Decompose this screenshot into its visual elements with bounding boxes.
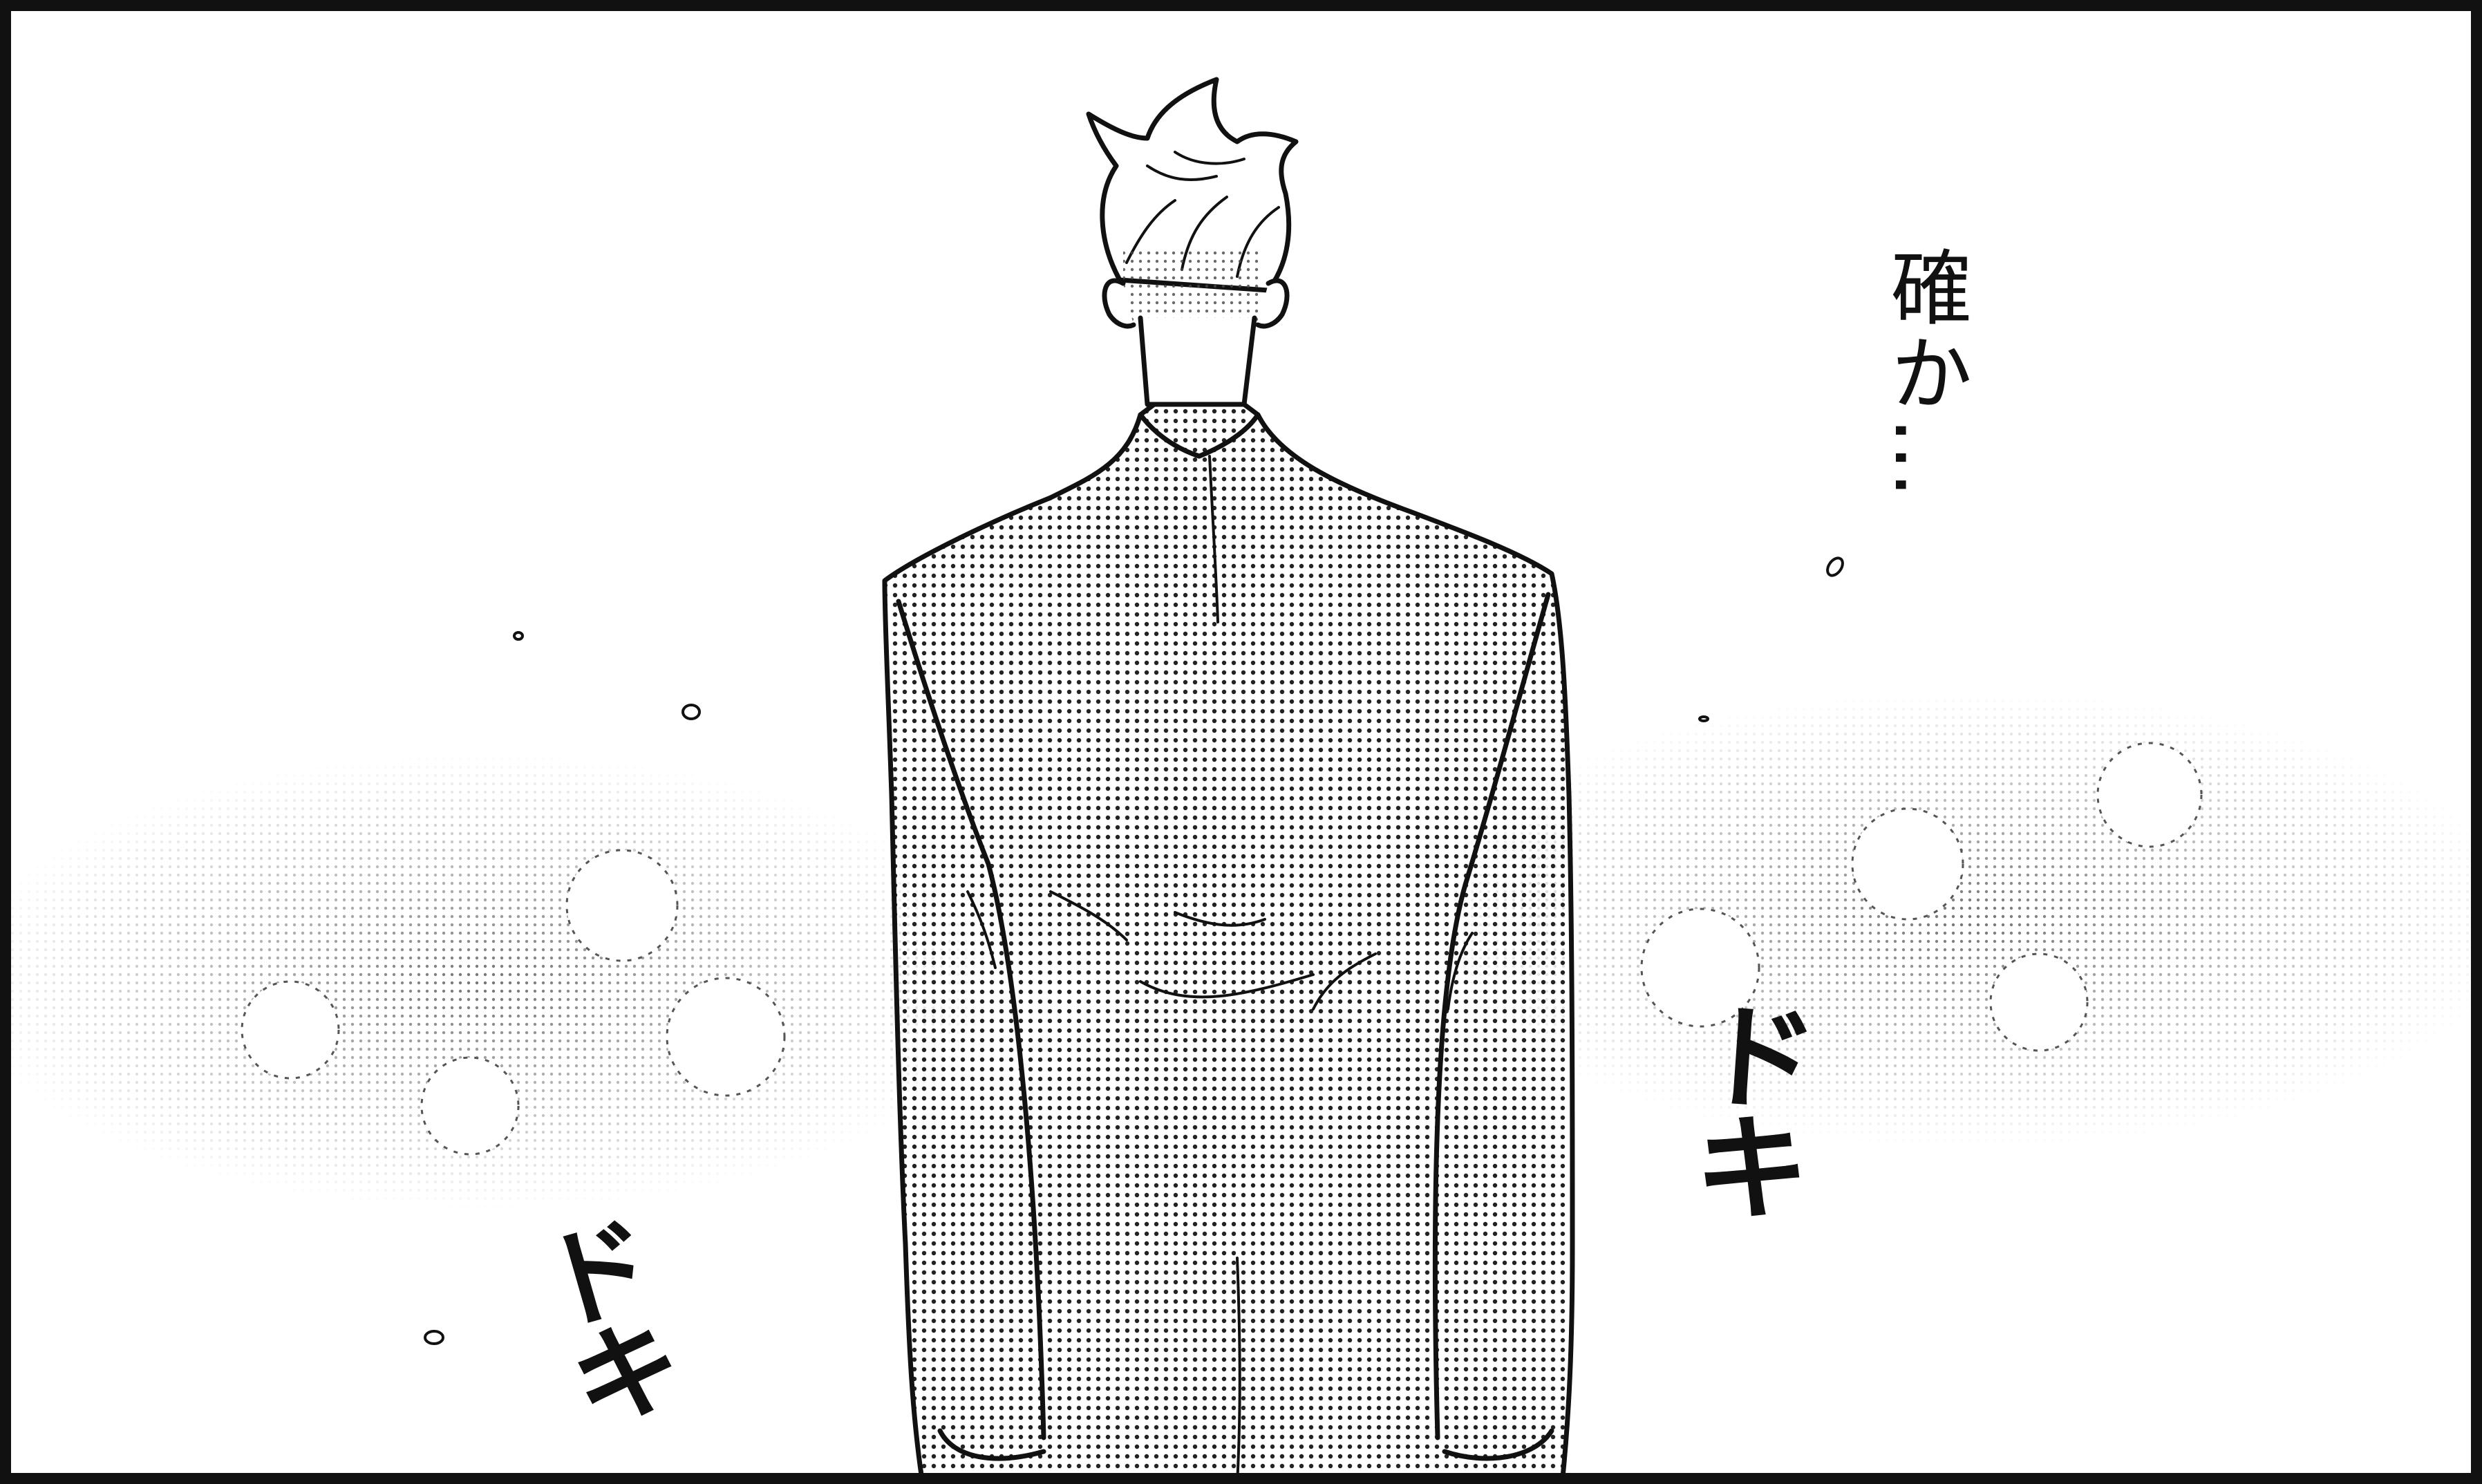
sfx-heartbeat-right: ドキ — [1669, 990, 1821, 1221]
man-back-figure — [882, 77, 1575, 1484]
petal-icons — [424, 556, 1844, 1345]
narration-text: 確か… — [1877, 245, 1972, 503]
